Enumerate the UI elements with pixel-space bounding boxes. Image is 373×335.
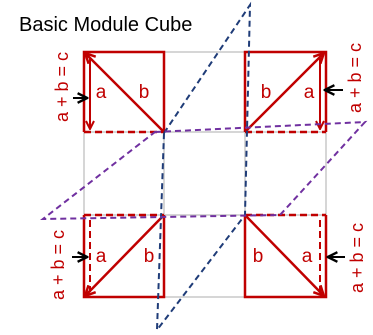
equation-label-bottom-left: a + b = c: [48, 230, 68, 300]
module-bottom-left-diagonal-arrow: [86, 214, 165, 295]
module-top-left-diagonal-arrow: [86, 54, 165, 133]
module-top-left-solid-edge: [82, 50, 166, 132]
module-top-left: [82, 50, 166, 134]
module-bottom-right-diagonal-arrow: [244, 214, 323, 295]
label-b-top-right: b: [261, 82, 272, 103]
module-bottom-right-solid-edge: [243, 215, 328, 299]
label-b-bottom-left: b: [144, 246, 155, 267]
navy-dashed-plane: [155, 1, 252, 334]
module-top-right-diagonal-arrow: [244, 54, 323, 133]
equation-label-bottom-right: a + b = c: [347, 223, 367, 293]
label-b-bottom-right: b: [253, 246, 264, 267]
diagram-title: Basic Module Cube: [19, 14, 193, 36]
label-a-top-right: a: [304, 82, 315, 103]
module-bottom-right: [243, 213, 328, 299]
grid-outer-square: [83, 51, 327, 298]
label-a-bottom-left: a: [96, 246, 107, 267]
label-b-top-left: b: [139, 82, 150, 103]
equation-label-top-left: a + b = c: [52, 52, 72, 122]
purple-dashed-plane: [40, 120, 368, 221]
label-a-bottom-right: a: [302, 246, 313, 267]
equation-label-top-right: a + b = c: [345, 43, 365, 113]
label-a-top-left: a: [96, 82, 107, 103]
